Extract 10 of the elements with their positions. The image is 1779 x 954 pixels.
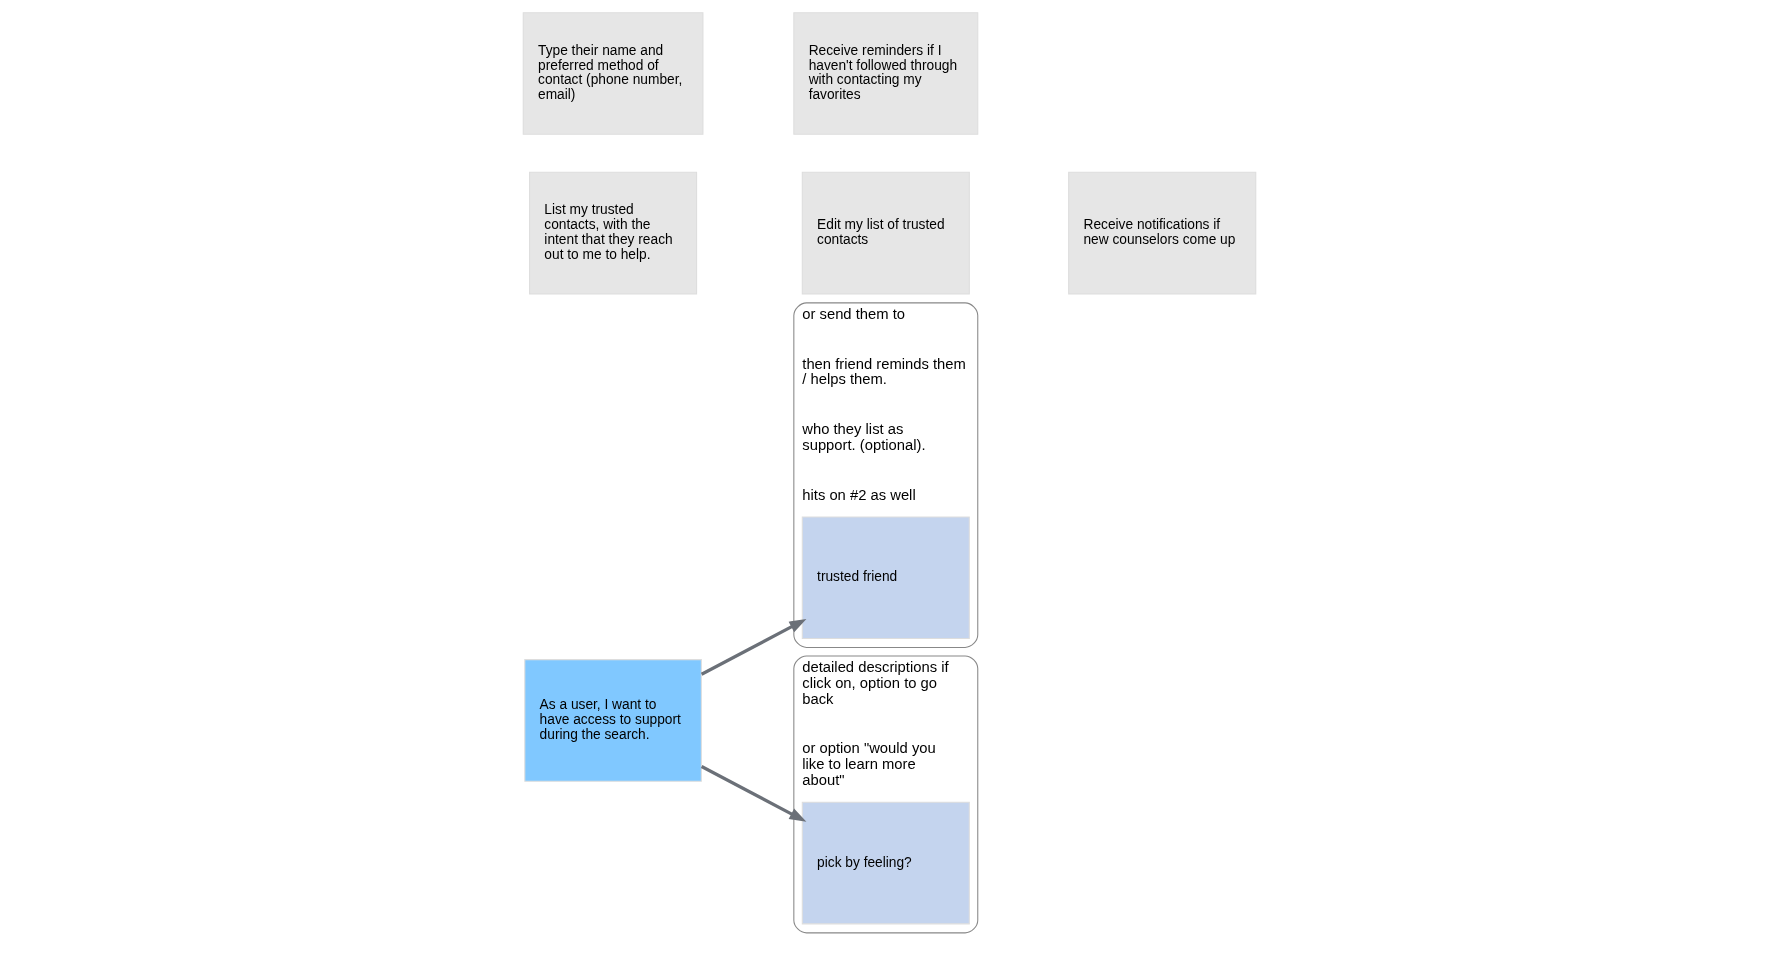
arrow bbox=[700, 619, 807, 676]
node-box: List my trusted contacts, with the intent that they reach out to me to help. bbox=[529, 171, 698, 295]
node-box: trusted friend bbox=[801, 516, 970, 639]
node-box: Receive notifications if new counselors come up bbox=[1068, 171, 1257, 295]
node-box: Receive reminders if I haven't followed through with contacting my favorites bbox=[793, 12, 979, 135]
node-box: Type their name and preferred method of contact (phone number, email) bbox=[522, 12, 704, 135]
node-box: As a user, I want to have access to support during the search. bbox=[524, 659, 702, 782]
arrow bbox=[700, 765, 807, 822]
node-box: Edit my list of trusted contacts bbox=[801, 171, 970, 295]
node-box: pick by feeling? bbox=[801, 801, 970, 925]
